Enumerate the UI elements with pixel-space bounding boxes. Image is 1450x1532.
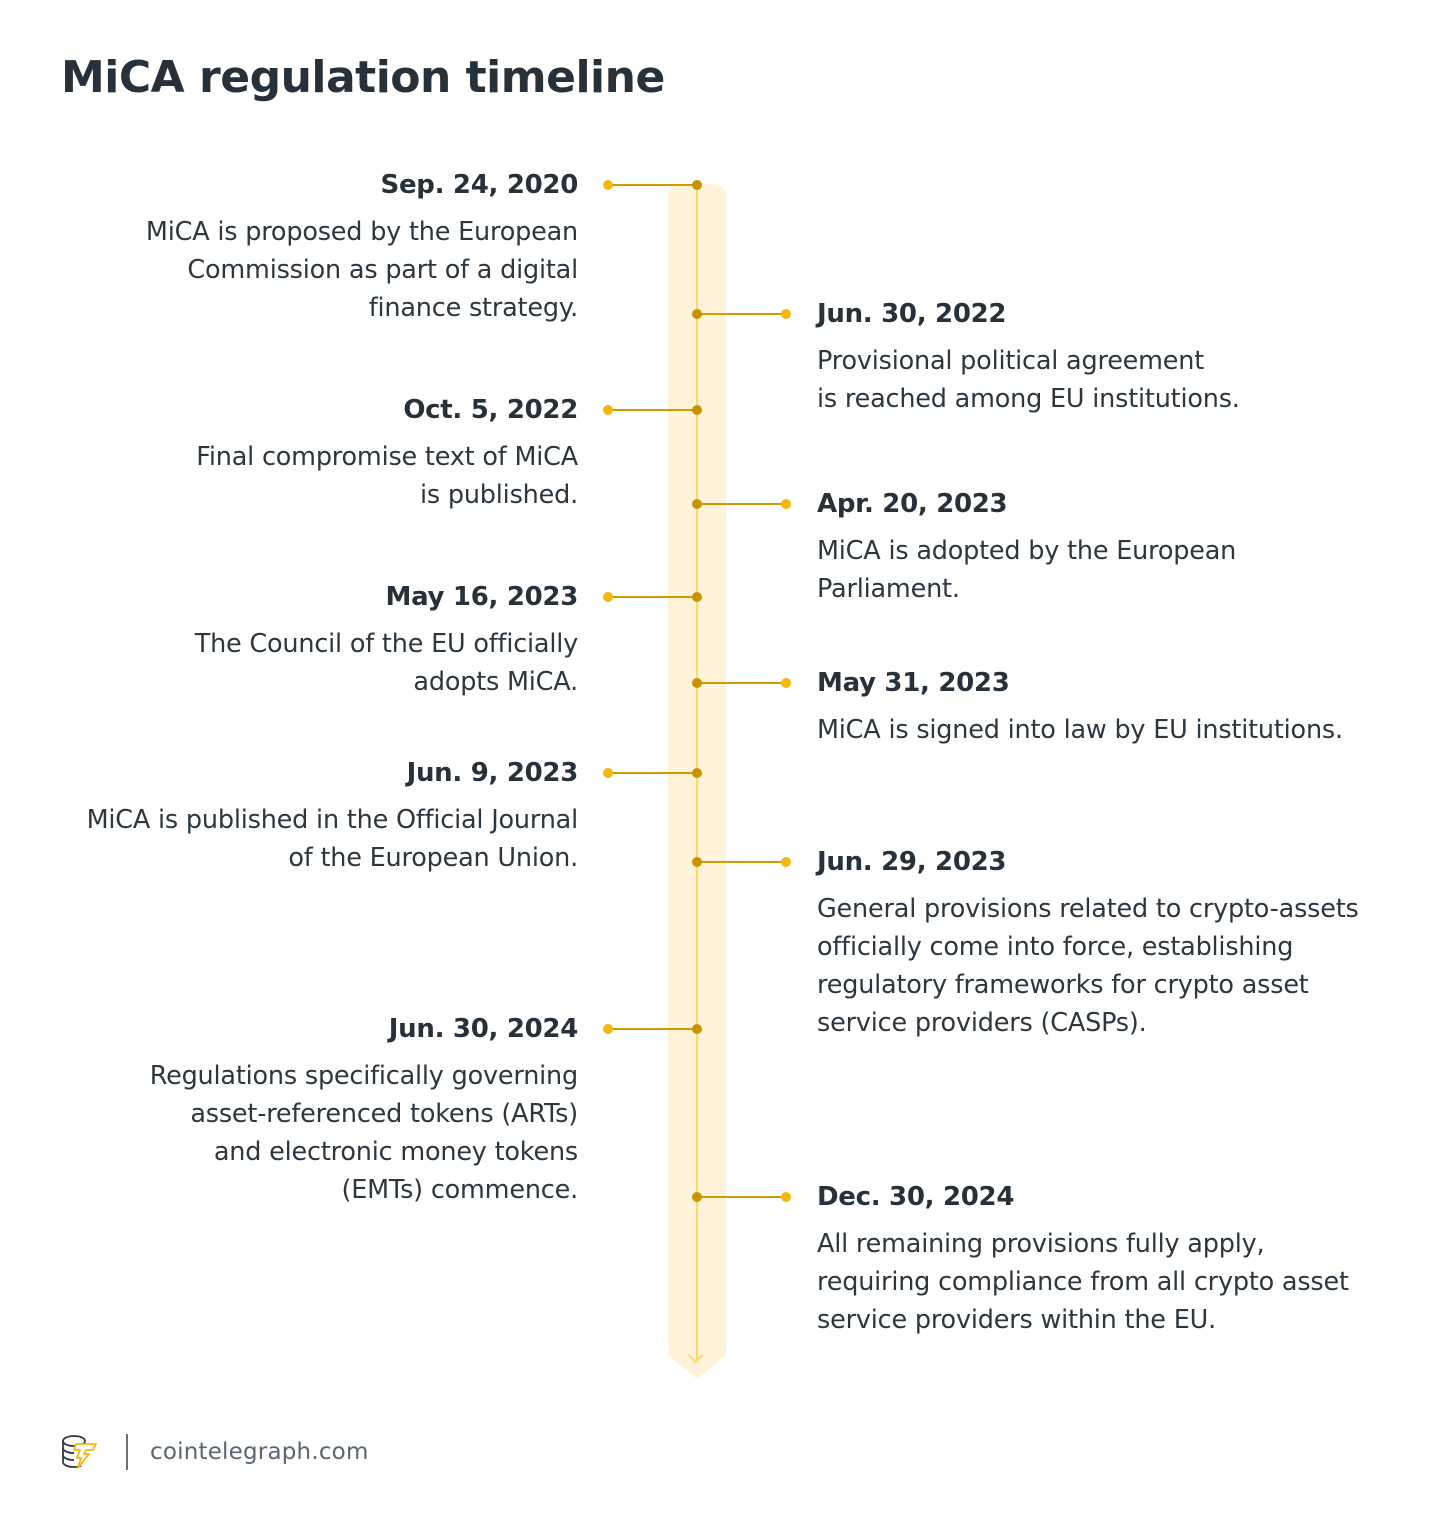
event-endpoint-dot <box>603 592 613 602</box>
event-connector <box>608 184 697 186</box>
event-description: Regulations specifically governing asset… <box>149 1061 578 1205</box>
event-axis-dot <box>692 768 702 778</box>
timeline-event: Jun. 9, 2023 MiCA is published in the Of… <box>18 757 579 877</box>
event-description: Provisional political agreement is reach… <box>817 346 1240 414</box>
event-date: Apr. 20, 2023 <box>817 489 1008 519</box>
timeline-event: Oct. 5, 2022 Final compromise text of Mi… <box>18 394 578 514</box>
event-description: Final compromise text of MiCA is publish… <box>196 442 578 510</box>
event-axis-dot <box>692 1192 702 1202</box>
event-description: All remaining provisions fully apply, re… <box>817 1229 1349 1335</box>
cointelegraph-logo-icon <box>62 1435 97 1469</box>
event-connector <box>608 1028 697 1030</box>
footer: cointelegraph.com <box>60 1432 369 1472</box>
timeline-event: May 31, 2023 MiCA is signed into law by … <box>817 667 1397 749</box>
event-date: Jun. 30, 2022 <box>817 299 1007 329</box>
event-endpoint-dot <box>781 1192 791 1202</box>
event-description: MiCA is signed into law by EU institutio… <box>817 715 1343 745</box>
event-connector <box>697 503 786 505</box>
event-endpoint-dot <box>603 405 613 415</box>
event-endpoint-dot <box>603 1024 613 1034</box>
event-endpoint-dot <box>781 499 791 509</box>
event-connector <box>697 1196 786 1198</box>
event-axis-dot <box>692 678 702 688</box>
event-axis-dot <box>692 1024 702 1034</box>
event-description: MiCA is published in the Official Journa… <box>86 805 579 873</box>
timeline-event: Dec. 30, 2024 All remaining provisions f… <box>817 1181 1397 1339</box>
event-axis-dot <box>692 405 702 415</box>
site-name: cointelegraph.com <box>150 1439 369 1465</box>
event-axis-dot <box>692 592 702 602</box>
event-axis-dot <box>692 309 702 319</box>
event-description: MiCA is adopted by the European Parliame… <box>817 536 1237 604</box>
event-connector <box>608 596 697 598</box>
event-endpoint-dot <box>781 678 791 688</box>
event-date: Jun. 30, 2024 <box>388 1014 579 1044</box>
event-date: May 31, 2023 <box>817 668 1010 698</box>
event-axis-dot <box>692 499 702 509</box>
timeline-band-tip <box>668 1355 726 1379</box>
event-connector <box>697 682 786 684</box>
timeline-event: Jun. 30, 2022 Provisional political agre… <box>817 298 1397 418</box>
event-date: Jun. 9, 2023 <box>406 758 579 788</box>
event-date: Dec. 30, 2024 <box>817 1182 1015 1212</box>
event-connector <box>697 313 786 315</box>
timeline-event: Jun. 30, 2024 Regulations specifically g… <box>18 1013 579 1209</box>
timeline-event: Jun. 29, 2023 General provisions related… <box>817 846 1397 1042</box>
event-connector <box>608 409 697 411</box>
event-endpoint-dot <box>603 768 613 778</box>
event-axis-dot <box>692 857 702 867</box>
event-date: Jun. 29, 2023 <box>817 847 1007 877</box>
page-title: MiCA regulation timeline <box>61 52 665 103</box>
event-description: The Council of the EU officially adopts … <box>194 629 579 697</box>
footer-divider <box>126 1434 128 1470</box>
event-endpoint-dot <box>781 309 791 319</box>
event-description: MiCA is proposed by the European Commiss… <box>145 217 578 323</box>
event-connector <box>608 772 697 774</box>
event-date: Oct. 5, 2022 <box>403 395 578 425</box>
event-endpoint-dot <box>781 857 791 867</box>
event-date: May 16, 2023 <box>385 582 579 612</box>
timeline-event: Sep. 24, 2020 MiCA is proposed by the Eu… <box>18 169 578 327</box>
event-description: General provisions related to crypto-ass… <box>817 894 1359 1038</box>
event-date: Sep. 24, 2020 <box>380 170 579 200</box>
timeline-event: May 16, 2023 The Council of the EU offic… <box>18 581 579 701</box>
timeline-event: Apr. 20, 2023 MiCA is adopted by the Eur… <box>817 488 1397 608</box>
event-endpoint-dot <box>603 180 613 190</box>
event-connector <box>697 861 786 863</box>
event-axis-dot <box>692 180 702 190</box>
